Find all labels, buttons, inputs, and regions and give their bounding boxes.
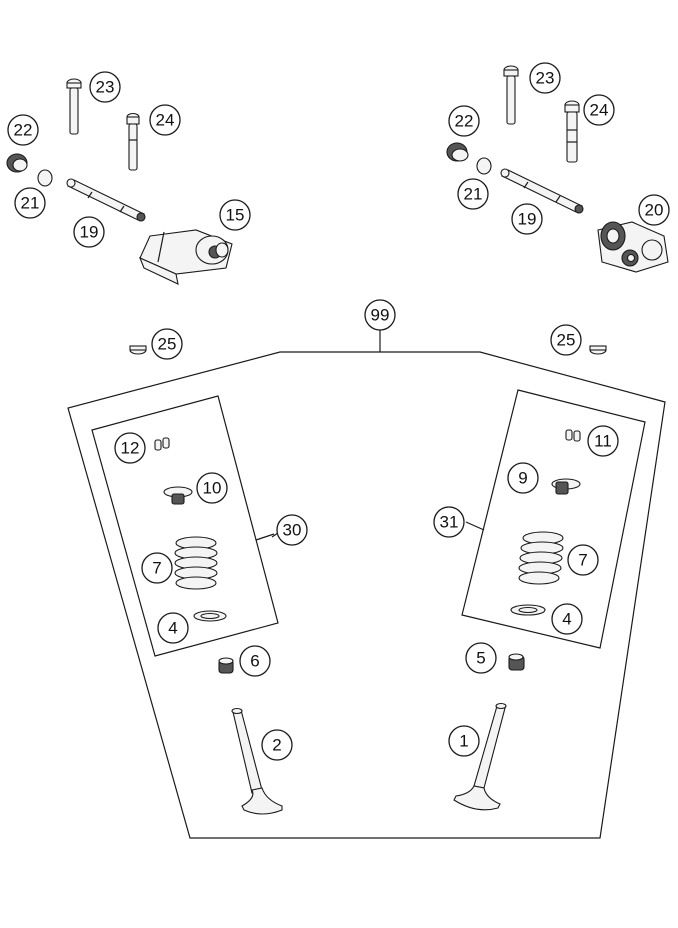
callout-25-left[interactable]: 25 xyxy=(151,328,183,360)
svg-text:21: 21 xyxy=(464,185,483,204)
callout-7-right[interactable]: 7 xyxy=(567,544,599,576)
svg-text:2: 2 xyxy=(272,736,281,755)
callout-12[interactable]: 12 xyxy=(114,432,146,464)
rocker-arm-15[interactable] xyxy=(138,229,233,285)
svg-text:24: 24 xyxy=(590,101,609,120)
bolt-24-left[interactable] xyxy=(126,112,140,171)
o-ring-21-right[interactable] xyxy=(476,157,492,175)
callout-7-left[interactable]: 7 xyxy=(141,552,173,584)
callout-99[interactable]: 99 xyxy=(364,299,396,331)
svg-text:20: 20 xyxy=(645,201,664,220)
valve-2[interactable] xyxy=(231,707,283,815)
svg-text:12: 12 xyxy=(121,439,140,458)
kit-99-outline xyxy=(67,330,666,839)
svg-text:30: 30 xyxy=(283,521,302,540)
kit-30-box xyxy=(91,395,279,657)
callout-20[interactable]: 20 xyxy=(638,194,670,226)
callout-22-right[interactable]: 22 xyxy=(448,105,480,137)
svg-text:25: 25 xyxy=(158,335,177,354)
svg-text:1: 1 xyxy=(459,732,468,751)
valve-cotters-11[interactable] xyxy=(565,429,581,442)
callout-2[interactable]: 2 xyxy=(261,729,293,761)
svg-text:19: 19 xyxy=(518,210,537,229)
svg-text:23: 23 xyxy=(96,78,115,97)
kit-31-box xyxy=(461,389,646,649)
svg-text:15: 15 xyxy=(226,206,245,225)
callout-22-left[interactable]: 22 xyxy=(7,114,39,146)
svg-text:7: 7 xyxy=(152,559,161,578)
svg-text:11: 11 xyxy=(594,432,612,451)
callout-24-left[interactable]: 24 xyxy=(149,104,181,136)
spring-retainer-10[interactable] xyxy=(163,486,193,505)
callout-21-right[interactable]: 21 xyxy=(457,178,489,210)
svg-text:19: 19 xyxy=(80,223,99,242)
callout-23-right[interactable]: 23 xyxy=(529,62,561,94)
spring-seat-4-left[interactable] xyxy=(193,610,227,622)
callout-21-left[interactable]: 21 xyxy=(14,187,46,219)
plug-22-left[interactable] xyxy=(6,153,28,173)
callout-31[interactable]: 31 xyxy=(433,506,465,538)
shim-25-left[interactable] xyxy=(129,345,147,355)
svg-text:4: 4 xyxy=(562,610,571,629)
callout-23-left[interactable]: 23 xyxy=(89,71,121,103)
valve-stem-seal-5[interactable] xyxy=(508,653,525,671)
callout-19-right[interactable]: 19 xyxy=(511,203,543,235)
bolt-23-left[interactable] xyxy=(66,78,82,135)
rocker-arm-20[interactable] xyxy=(597,221,669,273)
callout-15[interactable]: 15 xyxy=(219,199,251,231)
callout-30[interactable]: 30 xyxy=(276,514,308,546)
bolt-23-right[interactable] xyxy=(503,65,519,125)
bolt-24-right[interactable] xyxy=(564,100,580,163)
callout-1[interactable]: 1 xyxy=(448,725,480,757)
svg-text:99: 99 xyxy=(371,306,390,325)
callout-25-right[interactable]: 25 xyxy=(550,324,582,356)
svg-text:5: 5 xyxy=(476,649,485,668)
valve-spring-7-left[interactable] xyxy=(174,536,218,590)
svg-text:7: 7 xyxy=(578,551,587,570)
callout-11[interactable]: 11 xyxy=(587,425,619,457)
svg-text:10: 10 xyxy=(203,479,222,498)
valve-cotters-12[interactable] xyxy=(154,437,170,451)
shaft-19-left[interactable] xyxy=(66,178,146,222)
callout-24-right[interactable]: 24 xyxy=(583,94,615,126)
valve-stem-seal-6[interactable] xyxy=(218,657,234,674)
callout-9[interactable]: 9 xyxy=(507,462,539,494)
shim-25-right[interactable] xyxy=(589,345,607,355)
callout-5[interactable]: 5 xyxy=(465,642,497,674)
svg-text:31: 31 xyxy=(440,513,459,532)
callout-19-left[interactable]: 19 xyxy=(73,216,105,248)
spring-retainer-9[interactable] xyxy=(551,478,581,495)
svg-text:6: 6 xyxy=(250,652,259,671)
callout-4-left[interactable]: 4 xyxy=(157,612,189,644)
svg-text:4: 4 xyxy=(168,619,177,638)
svg-text:23: 23 xyxy=(536,69,555,88)
svg-text:21: 21 xyxy=(21,194,40,213)
callout-6[interactable]: 6 xyxy=(239,645,271,677)
shaft-19-right[interactable] xyxy=(500,168,584,214)
svg-text:25: 25 xyxy=(557,331,576,350)
callout-10[interactable]: 10 xyxy=(196,472,228,504)
callout-4-right[interactable]: 4 xyxy=(551,603,583,635)
svg-text:24: 24 xyxy=(156,111,175,130)
svg-text:22: 22 xyxy=(455,112,474,131)
svg-text:9: 9 xyxy=(518,469,527,488)
svg-text:22: 22 xyxy=(14,121,33,140)
valve-spring-7-right[interactable] xyxy=(518,531,564,585)
spring-seat-4-right[interactable] xyxy=(510,604,546,616)
plug-22-right[interactable] xyxy=(446,142,469,162)
o-ring-21-left[interactable] xyxy=(37,169,53,187)
valve-1[interactable] xyxy=(453,702,507,811)
